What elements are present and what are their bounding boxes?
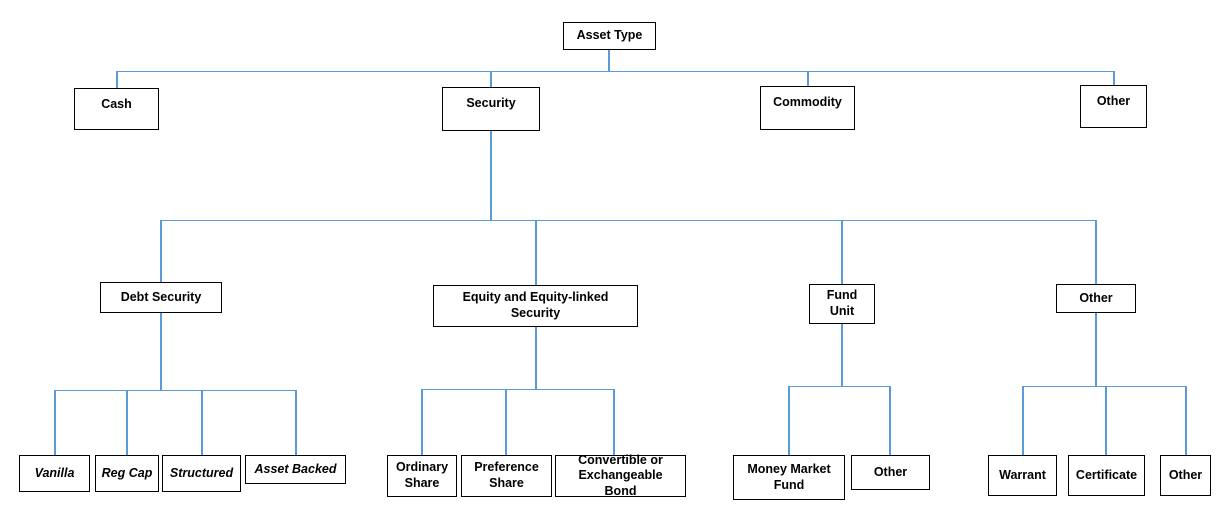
node-debt-security: Debt Security [100,282,222,313]
connector-line [1095,220,1097,284]
connector-line [788,386,790,455]
node-other-security: Other [1056,284,1136,313]
node-security: Security [442,87,540,131]
node-asset-type: Asset Type [563,22,656,50]
node-money-market-fund: Money Market Fund [733,455,845,500]
node-asset-backed: Asset Backed [245,455,346,484]
node-vanilla: Vanilla [19,455,90,492]
connector-line [788,385,890,387]
node-cash: Cash [74,88,159,130]
connector-line [889,386,891,455]
node-fund-unit: Fund Unit [809,284,875,324]
node-convertible-exchangeable-bond: Convertible or Exchangeable Bond [555,453,686,498]
connector-line [116,71,118,88]
connector-line [807,71,809,86]
connector-line [608,50,610,71]
node-certificate: Certificate [1068,455,1145,496]
connector-line [421,389,423,455]
connector-line [1022,385,1186,387]
node-structured: Structured [162,455,241,492]
connector-line [201,390,203,455]
node-other-other: Other [1160,455,1211,496]
connector-line [1095,313,1097,386]
connector-line [1022,386,1024,455]
node-reg-cap: Reg Cap [95,455,159,492]
connector-line [841,220,843,284]
connector-line [1185,386,1187,455]
connector-line [613,389,615,455]
connector-line [126,390,128,455]
connector-line [54,390,56,455]
connector-line [160,220,162,282]
node-commodity: Commodity [760,86,855,130]
connector-line [841,324,843,386]
node-other-asset: Other [1080,85,1147,128]
connector-line [505,389,507,455]
connector-line [1113,71,1115,85]
connector-line [160,219,1096,221]
node-fund-other: Other [851,455,930,490]
connector-line [295,390,297,455]
connector-line [535,327,537,389]
connector-line [160,313,162,390]
connector-line [535,220,537,285]
node-ordinary-share: Ordinary Share [387,455,457,497]
node-equity-security: Equity and Equity-linked Security [433,285,638,327]
connector-line [54,389,296,391]
node-warrant: Warrant [988,455,1057,496]
connector-line [116,70,1114,72]
node-preference-share: Preference Share [461,455,552,497]
connector-line [490,131,492,220]
connector-line [490,71,492,87]
connector-line [1105,386,1107,455]
connector-line [421,388,613,390]
